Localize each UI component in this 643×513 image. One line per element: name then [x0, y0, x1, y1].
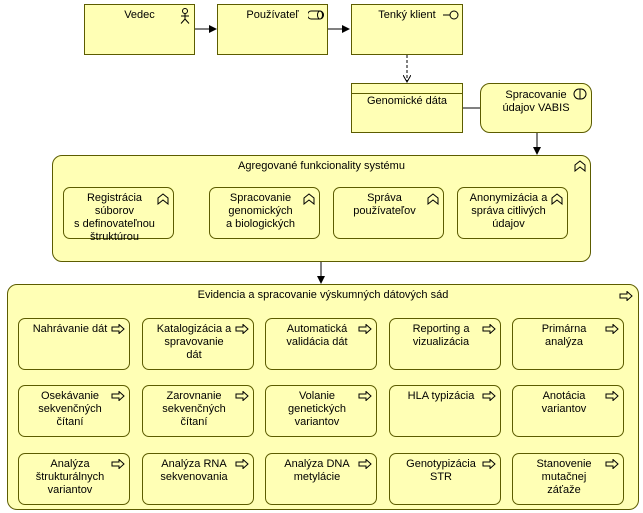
data-object-label: Genomické dáta [366, 95, 448, 107]
actor-icon [180, 8, 190, 24]
actor-vedec-label: Vedec [124, 9, 155, 21]
function-icon [574, 160, 586, 172]
process-icon [358, 458, 372, 470]
process-label: Anotácia variantov [541, 390, 587, 415]
process-icon [235, 323, 249, 335]
process[interactable]: HLA typizácia [389, 385, 501, 437]
process-icon [605, 458, 619, 470]
process-icon [482, 458, 496, 470]
interface-tenky-klient-label: Tenký klient [378, 9, 436, 21]
process[interactable]: Genotypizácia STR [389, 453, 501, 505]
process-label: Analýza DNA metylácie [284, 458, 350, 483]
aggregated-function[interactable]: Správa používateľov [333, 187, 444, 239]
process-label: Analýza RNA sekvenovania [160, 458, 228, 483]
process[interactable]: Analýza štrukturálnych variantov [18, 453, 130, 505]
process-label: HLA typizácia [407, 390, 475, 402]
function-icon [551, 193, 563, 206]
data-object-genomicke-data[interactable]: Genomické dáta [351, 83, 463, 133]
data-object-header-line [352, 93, 462, 94]
function-icon [157, 193, 169, 206]
process-label: Zarovnanie sekvenčných čítaní [162, 390, 226, 428]
function-icon [303, 193, 315, 206]
interface-icon [443, 10, 459, 20]
actor-vedec[interactable]: Vedec [84, 4, 195, 55]
process-label: Stanovenie mutačnej záťaže [536, 458, 592, 496]
service-icon [573, 88, 587, 100]
function-icon [427, 193, 439, 206]
process[interactable]: Analýza RNA sekvenovania [142, 453, 254, 505]
process-label: Primárna analýza [541, 323, 587, 348]
process[interactable]: Volanie genetických variantov [265, 385, 377, 437]
process[interactable]: Reporting a vizualizácia [389, 318, 501, 370]
interface-tenky-klient[interactable]: Tenký klient [351, 4, 463, 55]
process-icon [235, 458, 249, 470]
process-label: Nahrávanie dát [32, 323, 108, 335]
process-icon [482, 390, 496, 402]
aggregated-function-label: Spracovanie genomických a biologických [225, 192, 296, 230]
process-icon [605, 323, 619, 335]
service-label: Spracovanie údajov VABIS [502, 89, 570, 114]
process[interactable]: Automatická validácia dát [265, 318, 377, 370]
aggregated-function-label: Správa používateľov [353, 192, 416, 217]
aggregated-function[interactable]: Registrácia súborov s definovateľnou štr… [63, 187, 174, 243]
process-label: Genotypizácia STR [406, 458, 476, 483]
process[interactable]: Nahrávanie dát [18, 318, 130, 370]
process-icon [482, 323, 496, 335]
process-label: Osekávanie sekvenčných čítaní [38, 390, 102, 428]
process-label: Katalogizácia a spravovanie dát [156, 323, 232, 361]
process-icon [111, 458, 125, 470]
process-icon [235, 390, 249, 402]
role-pouzivatel-label: Používateľ [246, 9, 299, 21]
process-icon [605, 390, 619, 402]
role-pouzivatel[interactable]: Používateľ [217, 4, 328, 55]
process[interactable]: Osekávanie sekvenčných čítaní [18, 385, 130, 437]
process[interactable]: Stanovenie mutačnej záťaže [512, 453, 624, 505]
service-spracovanie-vabis[interactable]: Spracovanie údajov VABIS [480, 83, 592, 133]
process[interactable]: Primárna analýza [512, 318, 624, 370]
process-label: Reporting a vizualizácia [412, 323, 470, 348]
process[interactable]: Analýza DNA metylácie [265, 453, 377, 505]
group-processing-title: Evidencia a spracovanie výskumných dátov… [197, 289, 449, 301]
role-icon [308, 10, 324, 20]
process[interactable]: Anotácia variantov [512, 385, 624, 437]
process-icon [358, 323, 372, 335]
process[interactable]: Zarovnanie sekvenčných čítaní [142, 385, 254, 437]
process-label: Automatická validácia dát [286, 323, 348, 348]
process-label: Analýza štrukturálnych variantov [35, 458, 105, 496]
process[interactable]: Katalogizácia a spravovanie dát [142, 318, 254, 370]
aggregated-function[interactable]: Anonymizácia a správa citlivých údajov [457, 187, 568, 239]
aggregated-function-label: Anonymizácia a správa citlivých údajov [469, 192, 548, 230]
process-label: Volanie genetických variantov [287, 390, 347, 428]
process-icon [111, 390, 125, 402]
aggregated-function[interactable]: Spracovanie genomických a biologických [209, 187, 320, 239]
process-icon [619, 291, 633, 301]
process-icon [358, 390, 372, 402]
group-aggregated-title: Agregované funkcionality systému [238, 160, 405, 172]
process-icon [111, 323, 125, 335]
aggregated-function-label: Registrácia súborov s definovateľnou štr… [74, 192, 155, 243]
